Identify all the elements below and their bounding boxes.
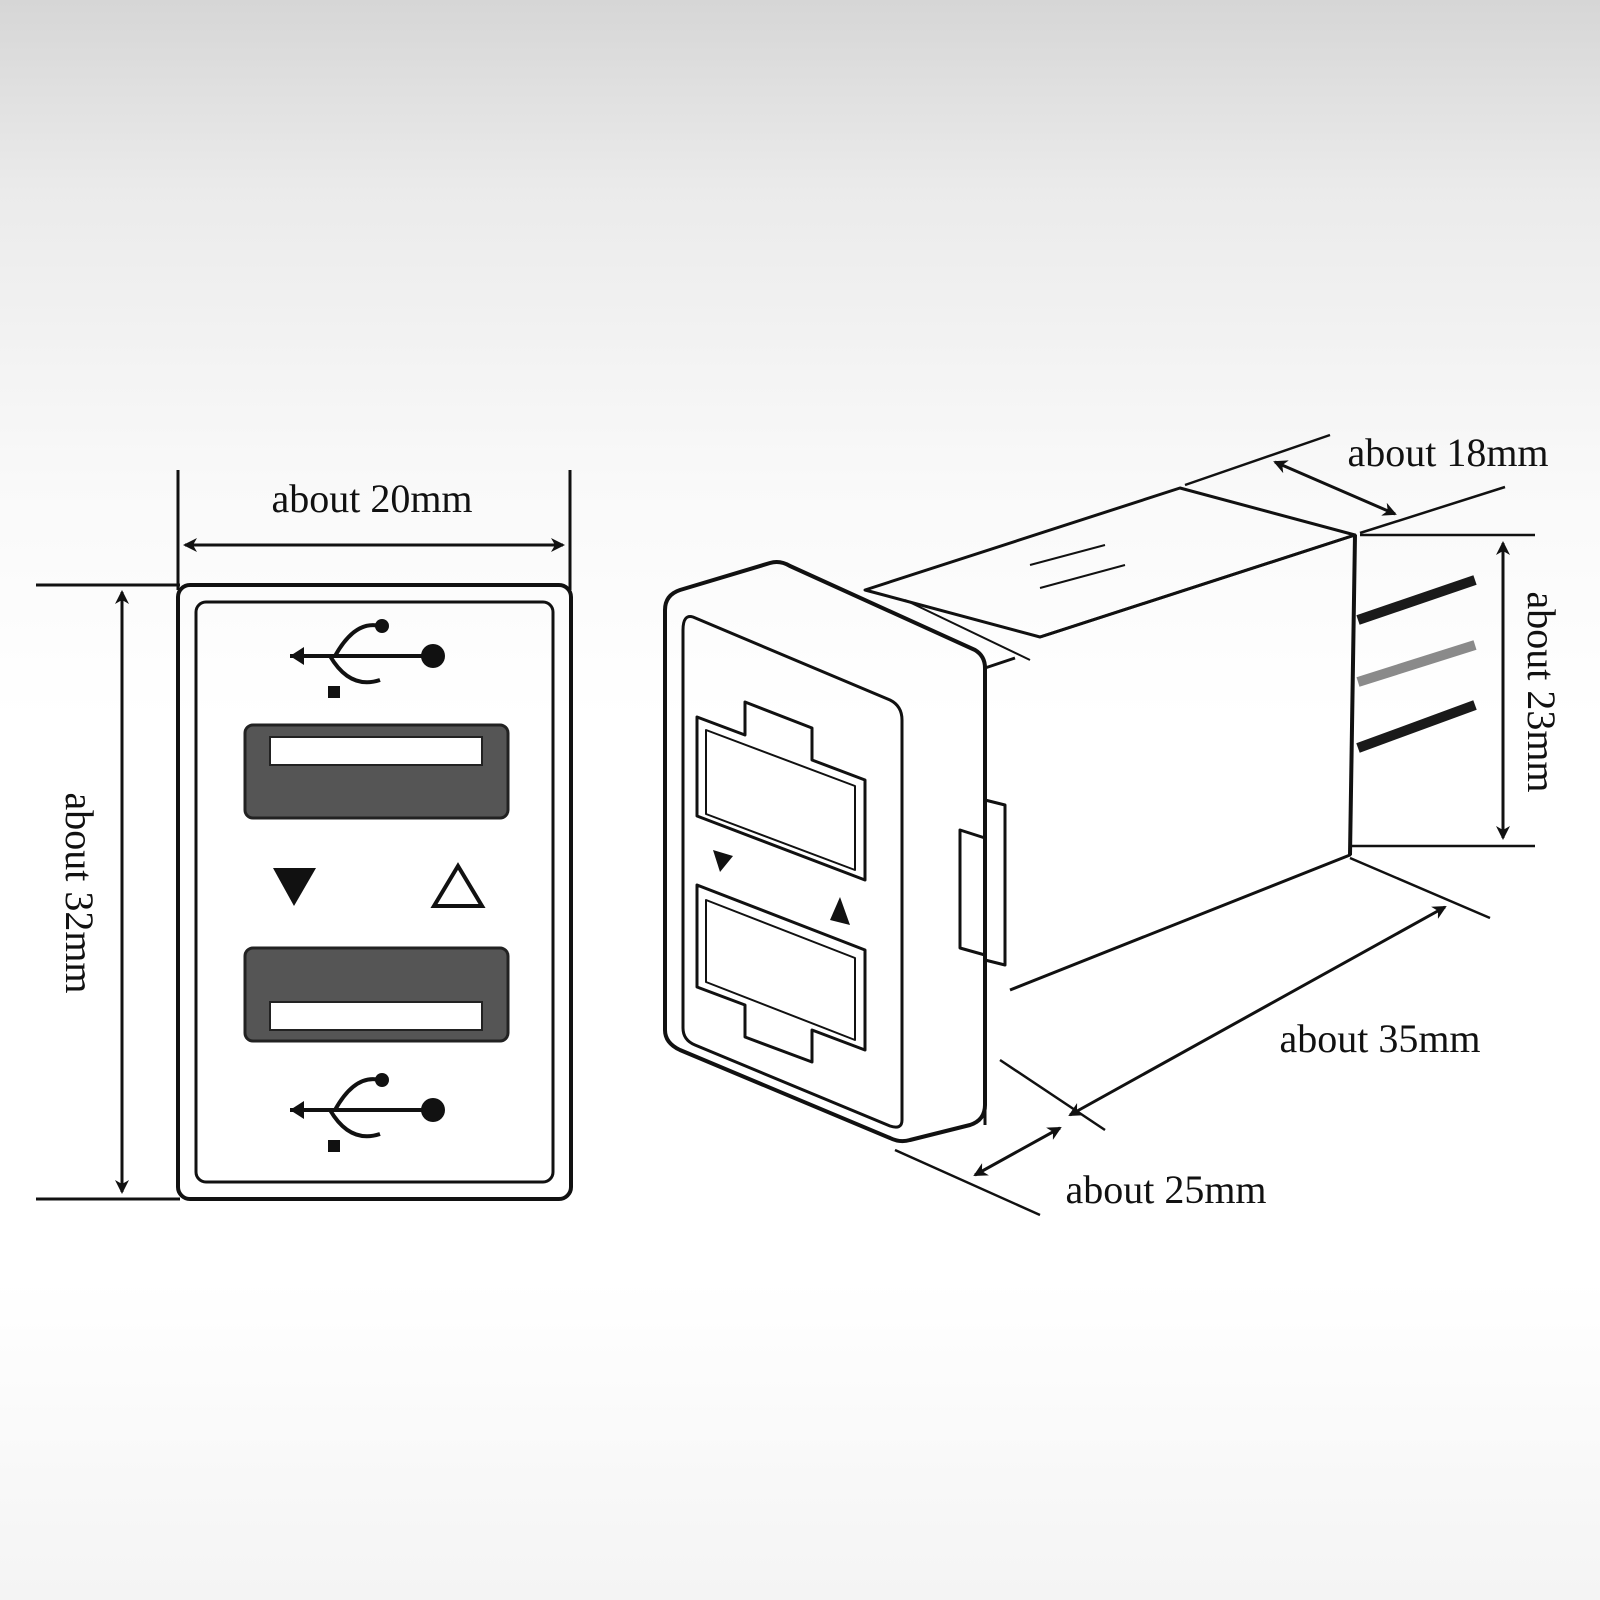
- body-side-face: [1009, 533, 1357, 992]
- usb-icon: [290, 1073, 445, 1152]
- iso-down-triangle-icon: [713, 850, 733, 872]
- iso-view: [663, 433, 1535, 1217]
- front-bezel-inner: [681, 615, 904, 1129]
- iso-up-triangle-icon: [830, 897, 850, 925]
- usb-icon: [290, 619, 445, 698]
- depth-top-dimension-arrow: [1273, 460, 1397, 516]
- socket-outer-frame: [176, 583, 573, 1201]
- iso-usb-port-bottom: [695, 883, 867, 1064]
- front-bezel-outer: [663, 560, 987, 1144]
- wire-gray: [1356, 640, 1477, 687]
- width-label: about 20mm: [271, 476, 472, 521]
- down-triangle-icon: [273, 868, 316, 906]
- height-label: about 32mm: [57, 792, 102, 993]
- wire-black-bottom: [1356, 700, 1477, 753]
- iso-usb-port-top: [695, 700, 867, 882]
- width-bottom-label: about 25mm: [1065, 1167, 1266, 1212]
- depth-top-label: about 18mm: [1347, 430, 1548, 475]
- length-label: about 35mm: [1279, 1016, 1480, 1061]
- socket-inner-frame: [194, 600, 555, 1184]
- side-clip: [983, 798, 1007, 967]
- wire-black-top: [1356, 575, 1477, 625]
- length-dimension-arrow: [1068, 905, 1447, 1117]
- width-bottom-dimension-arrow: [973, 1126, 1062, 1177]
- usb-port-bottom: [243, 946, 510, 1043]
- up-triangle-icon: [430, 862, 486, 908]
- front-view: [36, 470, 573, 1201]
- height-label-iso: about 23mm: [1519, 591, 1564, 792]
- usb-port-top: [243, 723, 510, 820]
